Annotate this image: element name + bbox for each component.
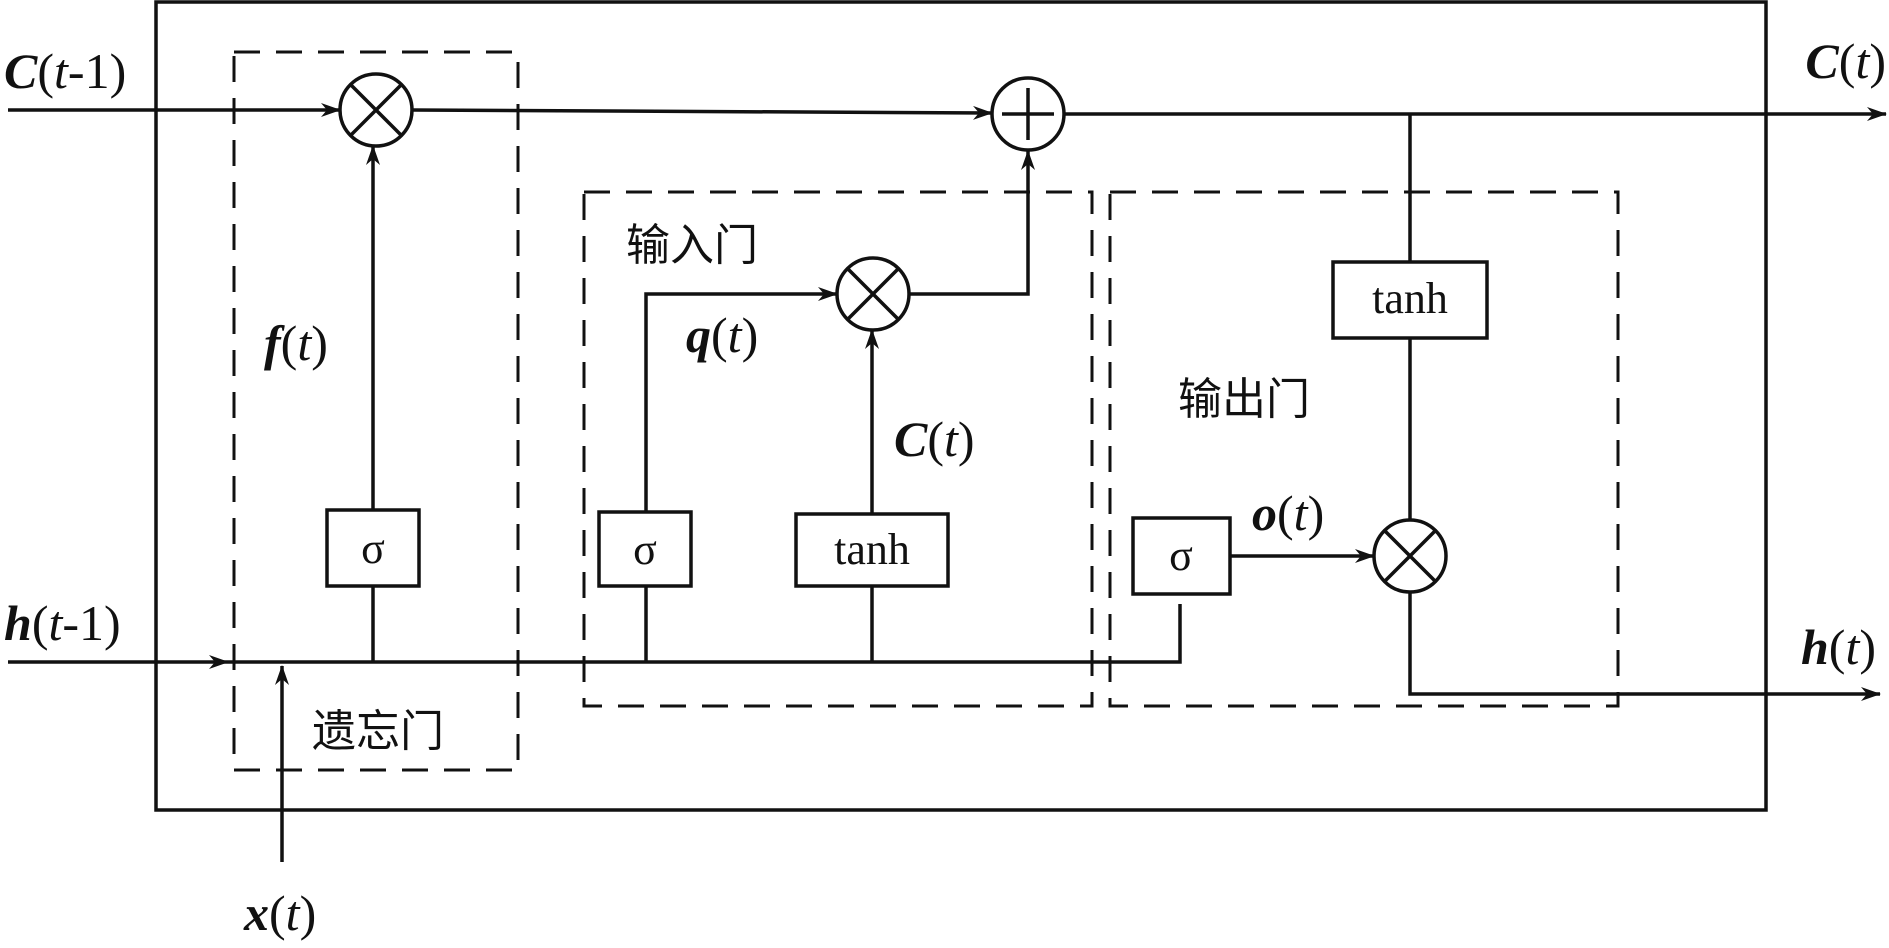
output-tanh-box: tanh bbox=[1331, 260, 1489, 340]
cell-add-icon bbox=[990, 76, 1066, 152]
label-q: q(t) bbox=[686, 307, 758, 363]
input-sigma-label: σ bbox=[633, 525, 657, 574]
label-o: o(t) bbox=[1252, 485, 1324, 541]
output-multiply-icon bbox=[1372, 518, 1448, 594]
label-f: f(t) bbox=[264, 315, 328, 371]
forget-sigma-label: σ bbox=[361, 524, 385, 573]
label-h-prev: h(t-1) bbox=[4, 595, 121, 651]
output-gate-region bbox=[1108, 190, 1620, 708]
input-tanh-label: tanh bbox=[834, 525, 910, 574]
output-sigma-label: σ bbox=[1169, 531, 1193, 580]
input-gate-region bbox=[582, 190, 1094, 708]
input-to-add-line bbox=[908, 150, 1035, 296]
output-sigma-box: σ bbox=[1131, 516, 1232, 596]
input-tanh-box: tanh bbox=[794, 512, 950, 588]
input-sigma-box: σ bbox=[597, 510, 693, 588]
input-multiply-icon bbox=[835, 256, 911, 332]
label-x: x(t) bbox=[243, 885, 316, 941]
forget-gate-region bbox=[232, 50, 520, 772]
forget-multiply-icon bbox=[338, 72, 414, 148]
label-c-out: C(t) bbox=[1805, 33, 1886, 89]
output-tanh-label: tanh bbox=[1372, 274, 1448, 323]
label-c-tilde: C(t) bbox=[894, 411, 975, 467]
label-c-prev: C(t-1) bbox=[4, 43, 126, 99]
label-h-out: h(t) bbox=[1801, 619, 1876, 675]
hidden-out-line bbox=[1408, 592, 1881, 701]
output-gate-label: 输出门 bbox=[1178, 374, 1310, 425]
input-gate-label: 输入门 bbox=[626, 220, 758, 271]
cell-state-mid-line bbox=[411, 105, 993, 120]
cell-boundary bbox=[154, 0, 1768, 812]
forget-sigma-box: σ bbox=[325, 508, 421, 588]
hidden-bus-line bbox=[228, 604, 1182, 664]
forget-gate-label: 遗忘门 bbox=[312, 706, 444, 757]
